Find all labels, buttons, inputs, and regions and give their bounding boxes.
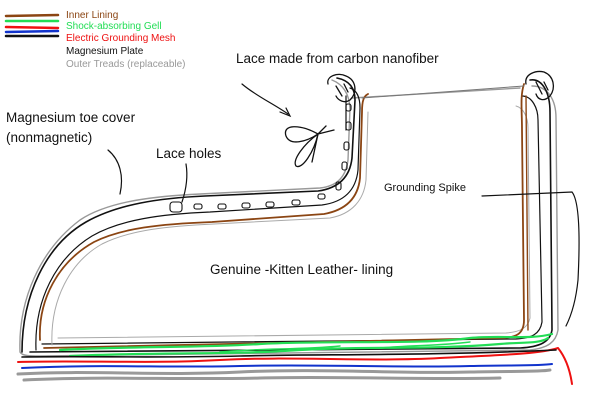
gel-layer-fill [219,341,471,353]
sole-stack [16,332,573,385]
lace-hooks [327,70,555,103]
outer-treads-inner-line [51,105,531,346]
grounding-mesh-layer [17,347,573,385]
lace-bow-loop-lower [294,133,319,168]
lace-bow-tail [311,125,335,163]
heel-hook [525,70,555,101]
grounding-spike-pointer [481,191,580,327]
legend-label-treads: Outer Treads (replaceable) [66,59,186,70]
label-lace: Lace made from carbon nanofiber [236,51,439,66]
legend-swatch-extra [4,29,60,34]
lace-hole [317,193,326,200]
gel-layer [58,332,554,358]
legend-label-plate: Magnesium Plate [66,46,144,57]
heel-hook-inner [535,81,549,95]
outer-tread-bottom [16,368,552,382]
legend-label-gel: Shock-absorbing Gell [66,21,162,32]
legend-label-mesh: Electric Grounding Mesh [66,33,176,44]
label-toe-cover-line1: Magnesium toe cover [6,110,136,125]
lace-holes-pointer [181,163,188,203]
lace-hole [193,203,203,210]
lace-hole [169,201,183,213]
lace-bow-loop-left [284,126,319,143]
legend-swatch-mesh [4,25,60,30]
lace-hole [345,121,352,131]
top-opening-line [361,85,525,99]
front-top-hook-inner [335,83,349,97]
legend-swatch-inner-lining [4,13,60,18]
legend-labels: Inner Lining Shock-absorbing Gell Electr… [66,10,186,70]
lace-pointer-arrow [279,107,292,118]
lace-holes [169,103,352,213]
lace-hole [341,161,348,171]
magnesium-plate-layer [21,77,553,353]
front-top-hook [327,73,356,103]
blue-layer [21,363,553,369]
lace-hole [345,103,352,112]
lace-pointer [241,83,289,115]
label-toe-cover-line2: (nonmagnetic) [6,130,92,145]
label-grounding-spike: Grounding Spike [384,182,466,194]
toe-cover-pointer [107,149,123,195]
label-leather: Genuine -Kitten Leather- lining [210,262,393,277]
lace-hole [241,202,251,209]
lace-hole [265,201,275,208]
legend [4,13,60,38]
lace-hole [217,203,227,210]
lace-bow [284,125,335,168]
lace-hole [291,199,301,206]
pointers [107,83,580,327]
label-lace-holes: Lace holes [156,146,222,161]
heel-inner-line [525,95,529,331]
magnesium-plate-bottom [21,349,557,358]
lace-hole [343,141,350,151]
lace-hole [335,181,342,191]
legend-label-inner-lining: Inner Lining [66,10,118,21]
labels: Lace made from carbon nanofiber Magnesiu… [6,51,466,277]
